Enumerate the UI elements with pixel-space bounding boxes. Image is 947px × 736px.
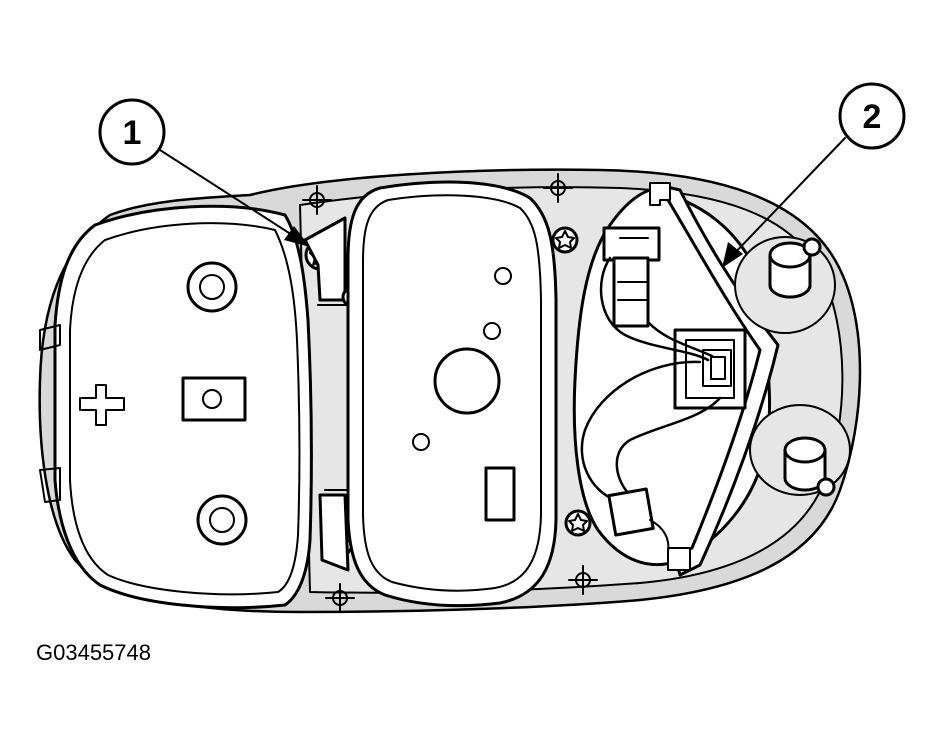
reflector-hole-small	[494, 267, 512, 285]
cover-square-clip-hole	[202, 389, 222, 409]
bulb-upper	[768, 241, 812, 299]
reflector-hole-small	[412, 433, 430, 451]
leader-line-1	[159, 149, 301, 241]
cover-square-clip	[181, 376, 247, 422]
lens-cover-rim	[69, 222, 301, 596]
bracket-left-lower	[318, 493, 350, 572]
cover-boss-bottom-inner	[209, 507, 235, 533]
figure-code: G03455748	[36, 640, 151, 665]
wire	[615, 396, 722, 497]
arrowhead-2	[722, 242, 743, 268]
cover-boss-bottom	[196, 494, 248, 546]
reflector-hole-small	[483, 322, 501, 340]
wire-connector-upper-body	[612, 256, 650, 328]
reflector-plate-rim	[362, 194, 542, 592]
bulb-lower	[783, 436, 827, 492]
locator-cross-icon	[325, 583, 355, 613]
connector-latch	[617, 237, 649, 301]
plus-icon	[79, 384, 125, 426]
reflector-center-hole	[433, 347, 501, 415]
callout-1-label: 1	[123, 114, 142, 152]
arrowhead-1	[284, 226, 310, 247]
switch-contact	[702, 349, 732, 387]
cover-tab-upper	[39, 324, 61, 351]
wire	[646, 320, 714, 358]
housing-pin-bottom	[816, 477, 836, 497]
panel-clip-bottom	[667, 547, 691, 571]
screw-icon	[564, 509, 592, 537]
switch-plate-inner	[685, 339, 735, 399]
callout-1: 1	[98, 98, 166, 166]
locator-cross-icon	[568, 565, 598, 595]
locator-cross-icon	[543, 173, 573, 203]
wire-tail	[649, 519, 670, 553]
wire-connector-lower	[607, 487, 655, 537]
callout-2: 2	[838, 82, 906, 150]
wire-connector-upper	[602, 226, 661, 262]
cover-boss-top-inner	[199, 274, 225, 300]
leader-line-2	[729, 137, 846, 259]
reflector-slot	[484, 466, 516, 522]
panel-clip-top	[649, 182, 671, 206]
wire	[599, 256, 710, 362]
callout-2-label: 2	[863, 98, 882, 136]
housing-pin-top	[802, 237, 822, 257]
cover-boss-top	[186, 261, 238, 313]
cover-tab-lower	[39, 467, 61, 503]
bracket-left-upper	[303, 216, 347, 302]
switch-contact-inner	[710, 356, 726, 380]
screw-icon	[551, 226, 579, 254]
locator-cross-icon	[302, 185, 332, 215]
wire	[580, 360, 702, 502]
